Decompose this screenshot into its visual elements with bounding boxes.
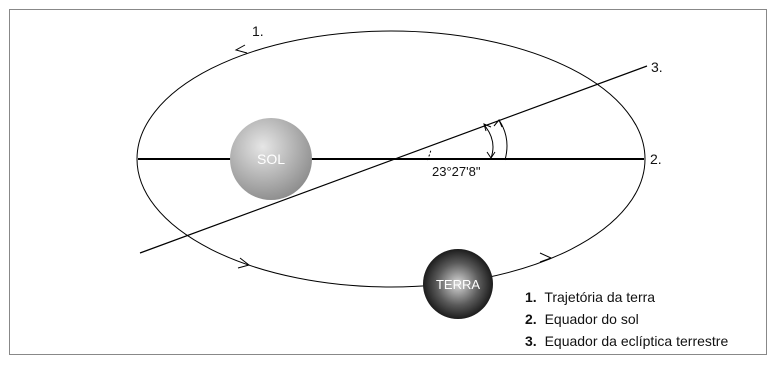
earth-sphere — [423, 249, 493, 319]
trajectory-number-label: 1. — [252, 23, 264, 39]
angle-arc-small — [426, 148, 432, 161]
ecliptic-line — [139, 65, 648, 254]
legend-item-2-number: 2. — [525, 311, 537, 327]
earth-label: TERRA — [436, 277, 480, 292]
sun-equator-number-label: 2. — [650, 151, 662, 167]
angle-arc-inner — [484, 125, 494, 159]
legend-item-1-text: Trajetória da terra — [544, 289, 655, 305]
trajectory-arrow-bottom-right — [539, 252, 553, 263]
sun-sphere — [230, 118, 312, 200]
legend-item-1: 1. Trajetória da terra — [525, 289, 655, 305]
legend-item-2: 2. Equador do sol — [525, 311, 639, 327]
sun-label: SOL — [257, 151, 285, 167]
trajectory-arrow-top — [234, 44, 248, 54]
angle-arrowhead-outer — [493, 119, 503, 128]
ecliptic-number-label: 3. — [651, 59, 663, 75]
angle-arrowhead-inner-bottom — [486, 151, 496, 159]
angle-arc-outer — [498, 119, 508, 161]
diagram-frame — [9, 9, 767, 355]
legend-item-3: 3. Equador da eclíptica terrestre — [525, 333, 728, 349]
legend-item-3-number: 3. — [525, 333, 537, 349]
legend-item-1-number: 1. — [525, 289, 537, 305]
legend-item-3-text: Equador da eclíptica terrestre — [545, 333, 729, 349]
trajectory-arrow-bottom-left — [237, 257, 251, 269]
legend-item-2-text: Equador do sol — [545, 311, 639, 327]
earth-trajectory-ellipse — [136, 30, 646, 288]
angle-label: 23°27'8" — [432, 164, 481, 179]
legend: 1. Trajetória da terra 2. Equador do sol… — [525, 289, 728, 349]
angle-arrowhead-inner-top — [483, 123, 492, 132]
